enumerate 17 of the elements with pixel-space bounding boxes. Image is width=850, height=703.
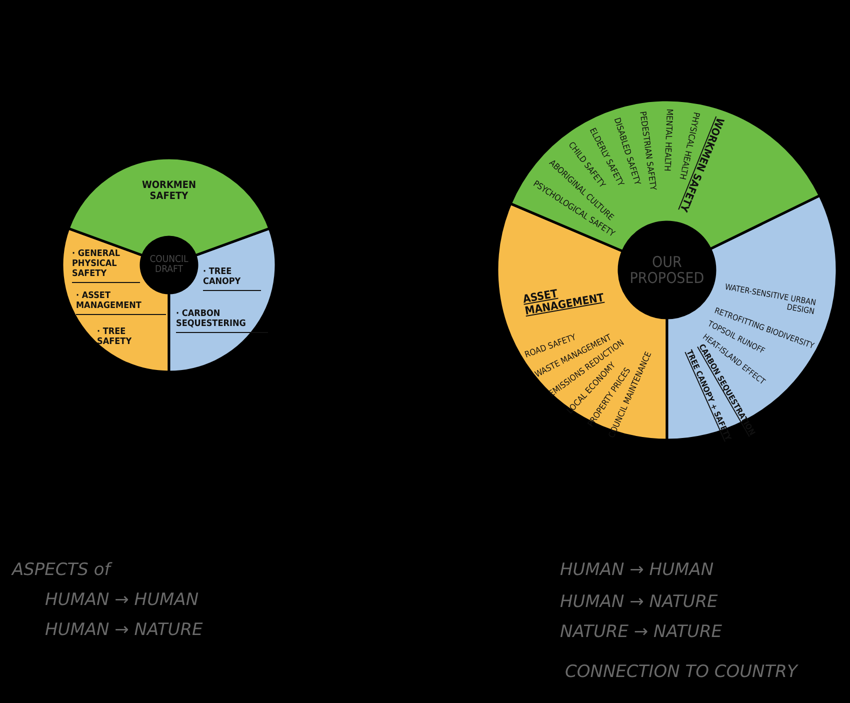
handwritten-note: ASPECTS of <box>12 560 110 580</box>
segment-item: · GENERAL PHYSICAL SAFETY <box>72 250 140 283</box>
segment-item: · TREE SAFETY <box>97 328 133 348</box>
handwritten-note: HUMAN → NATURE <box>45 620 203 640</box>
segment-item: · ASSET MANAGEMENT <box>76 292 166 315</box>
circle-label: COUNCIL DRAFT <box>148 254 190 276</box>
handwritten-note: HUMAN → NATURE <box>560 592 718 612</box>
handwritten-note: HUMAN → HUMAN <box>560 560 714 580</box>
segment-item: · CARBON SEQUESTERING <box>176 310 268 333</box>
handwritten-note: HUMAN → HUMAN <box>45 590 199 610</box>
handwritten-note: CONNECTION TO COUNTRY <box>565 662 798 682</box>
donut-segment <box>508 98 822 254</box>
segment-item: · TREE CANOPY <box>203 268 261 291</box>
segment-item: WORKMEN SAFETY <box>140 180 198 202</box>
circle-label: OUR PROPOSED <box>628 254 706 286</box>
handwritten-note: NATURE → NATURE <box>560 622 722 642</box>
segment-item: MENTAL HEALTH <box>661 109 674 172</box>
